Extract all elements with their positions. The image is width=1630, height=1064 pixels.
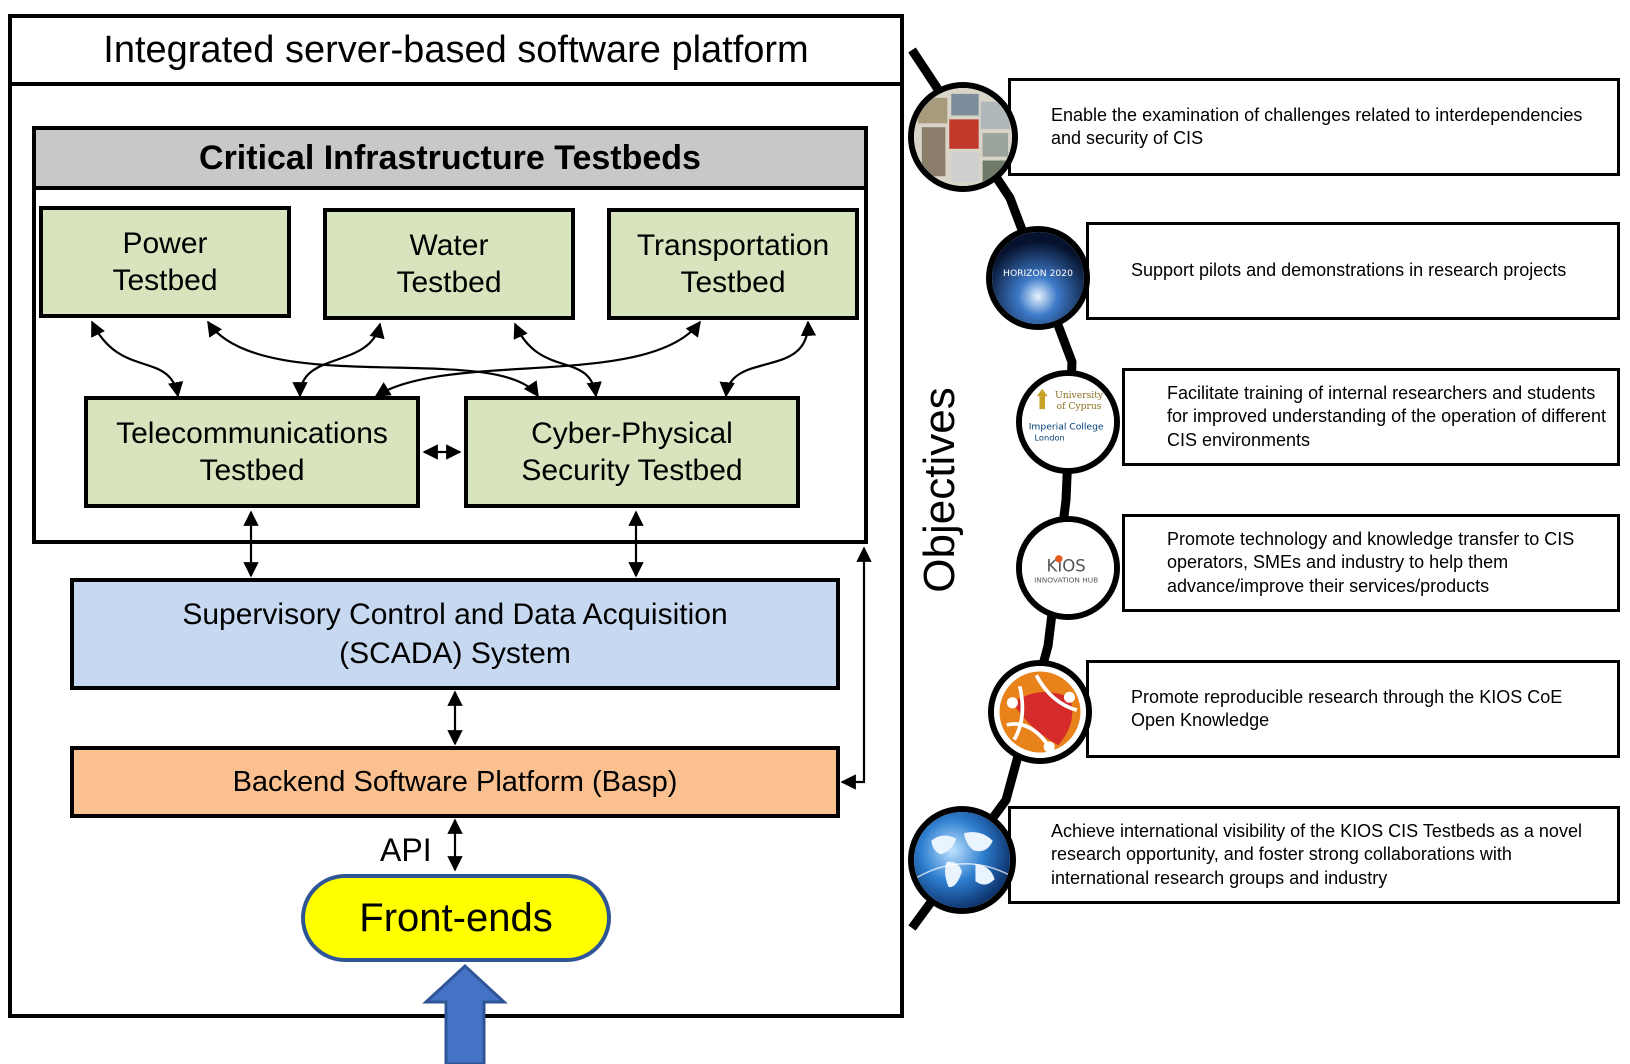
kios-text: KIOS: [1047, 557, 1086, 576]
objective-item-2: Support pilots and demonstrations in res…: [1086, 222, 1620, 320]
user-input-arrow: [422, 963, 508, 1064]
objective-item-3: Facilitate training of internal research…: [1122, 368, 1620, 466]
cyber-physical-testbed-line-1: Cyber-Physical: [531, 416, 733, 450]
innovation-hub-text: INNOVATION HUB: [1034, 576, 1098, 585]
imperial-line1: Imperial College: [1029, 421, 1104, 432]
water-telecom-link: [292, 322, 385, 398]
objective-item-4: Promote technology and knowledge transfe…: [1122, 514, 1620, 612]
objective-text-1: Enable the examination of challenges rel…: [1051, 104, 1583, 148]
transport-cyber-link: [719, 320, 817, 398]
scada-line-2: (SCADA) System: [339, 637, 571, 670]
power-testbed-line-2: Testbed: [112, 264, 218, 297]
objective-item-1: Enable the examination of challenges rel…: [1008, 78, 1620, 176]
basp-box: Backend Software Platform (Basp): [70, 746, 840, 818]
objective-text-4: Promote technology and knowledge transfe…: [1167, 528, 1575, 596]
transportation-testbed-line-2: Testbed: [680, 266, 786, 299]
objective-text-5: Promote reproducible research through th…: [1131, 686, 1563, 730]
objective-text-2: Support pilots and demonstrations in res…: [1131, 260, 1567, 281]
telecommunications-testbed-line-2: Testbed: [199, 454, 305, 487]
objective-item-6: Achieve international visibility of the …: [1008, 806, 1620, 904]
water-testbed-line-2: Testbed: [396, 266, 502, 299]
cyber-physical-testbed-line-2: Security Testbed: [521, 454, 743, 487]
univ-cyprus-line2: of Cyprus: [1057, 401, 1102, 412]
scada-box: Supervisory Control and Data Acquisition…: [70, 578, 840, 690]
scada-line-1: Supervisory Control and Data Acquisition: [182, 598, 728, 631]
objective-text-6: Achieve international visibility of the …: [1051, 820, 1582, 888]
frontends-box: Front-ends: [301, 874, 611, 962]
power-telecom-link: [91, 320, 184, 398]
transport-telecom-link: [374, 320, 701, 397]
imperial-line2: London: [1034, 432, 1064, 442]
platform-title: Integrated server-based software platfor…: [8, 14, 904, 86]
kios-innovation-hub-icon: KIOS INNOVATION HUB: [1016, 516, 1120, 620]
objective-text-3: Facilitate training of internal research…: [1167, 382, 1606, 450]
infrastructure-collage-icon: [908, 82, 1018, 192]
university-logos-icon: University of Cyprus Imperial College Lo…: [1016, 370, 1120, 474]
power-testbed-line-1: Power: [122, 226, 208, 260]
telecommunications-testbed-line-1: Telecommunications: [116, 416, 388, 450]
univ-cyprus-line1: University: [1055, 390, 1104, 401]
transportation-testbed-line-1: Transportation: [636, 228, 830, 262]
open-knowledge-icon: [988, 660, 1092, 764]
objectives-label: Objectives: [915, 387, 964, 593]
testbeds-header: Critical Infrastructure Testbeds: [32, 126, 868, 190]
water-testbed-line-1: Water: [409, 228, 489, 262]
horizon-2020-text: HORIZON 2020: [1003, 268, 1073, 279]
api-label: API: [380, 832, 432, 868]
globe-icon: [908, 806, 1016, 914]
basp-testbeds-feedback-link: [840, 546, 872, 790]
horizon-2020-icon: HORIZON 2020: [986, 226, 1090, 330]
objective-item-5: Promote reproducible research through th…: [1086, 660, 1620, 758]
